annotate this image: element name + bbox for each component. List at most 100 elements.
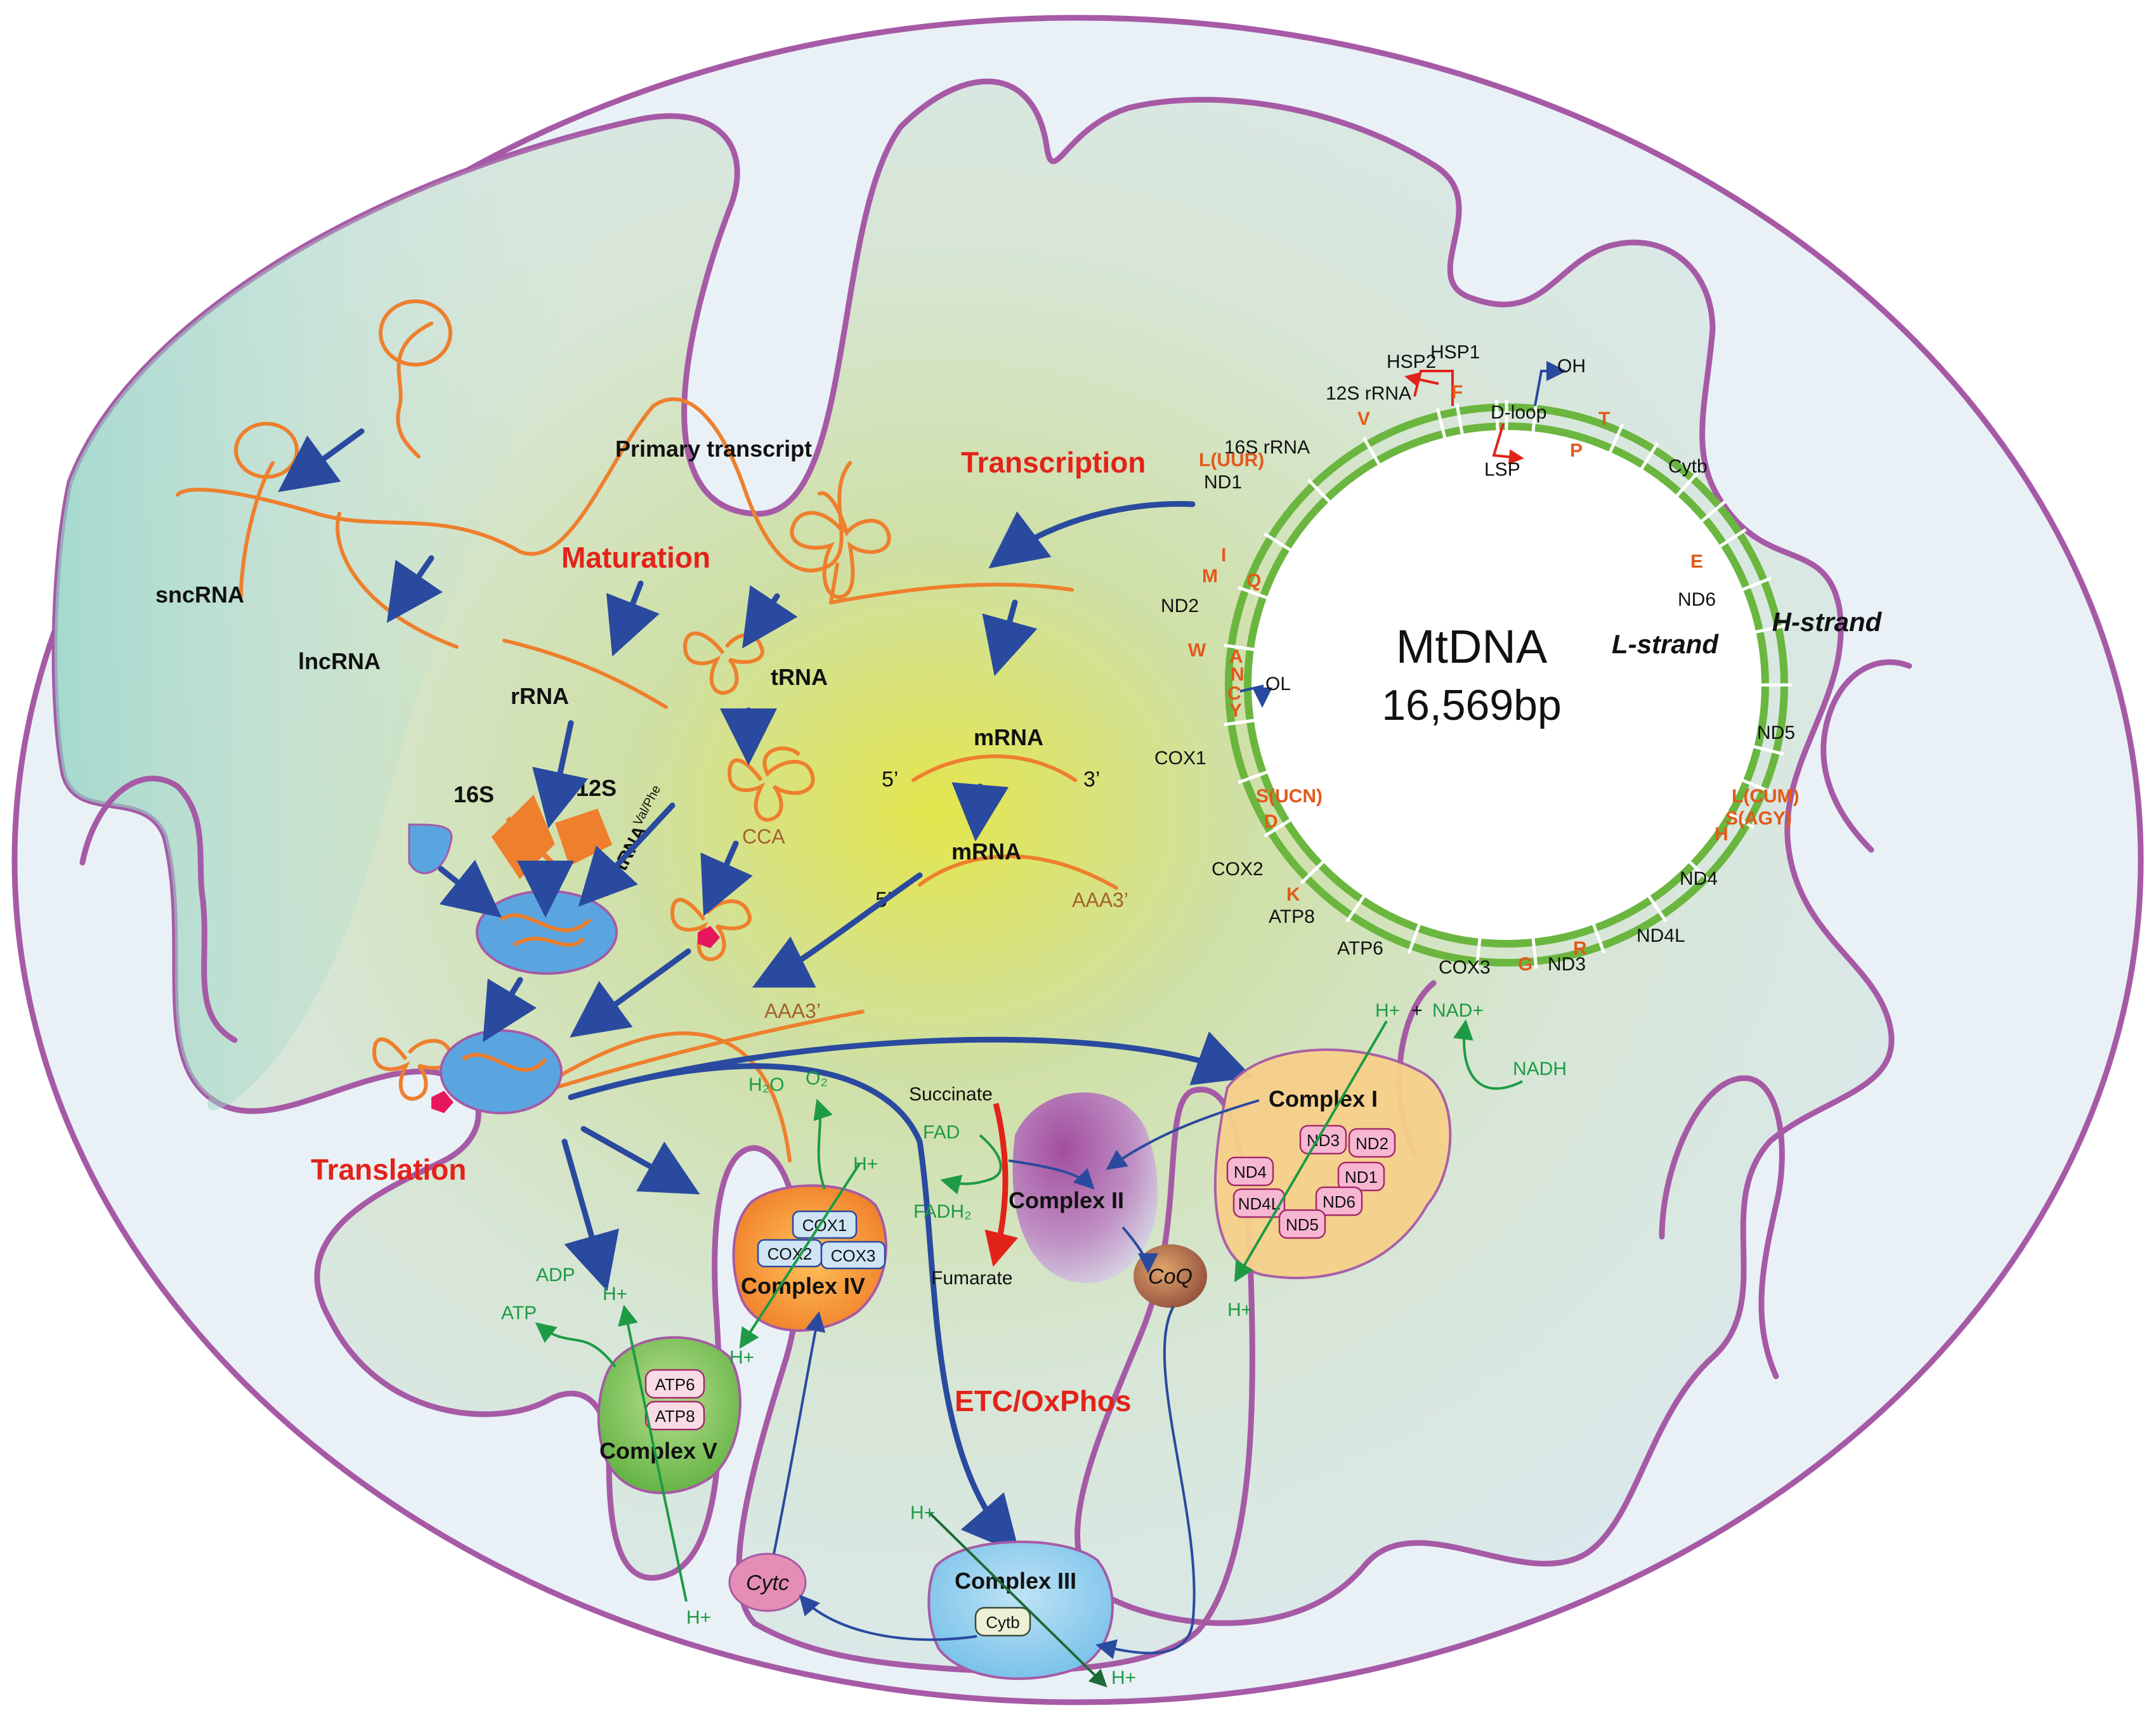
gene-cox1: COX1 [1154,748,1206,769]
label-h-plus-c1-top: H+ [1375,1000,1400,1021]
ring-tick [1739,577,1772,592]
gene-nd4l: ND4L [1637,925,1685,946]
metabolite-arrows [535,1019,1523,1688]
section-transcription: Transcription [961,446,1146,479]
l-strand-label: L-strand [1612,629,1719,659]
ring-tick [1739,778,1772,793]
trna-f: F [1451,382,1463,403]
ribosome-1 [476,890,618,975]
trna-m: M [1202,566,1218,587]
subunit-nd1: ND1 [1345,1168,1378,1187]
label-lncrna: lncRNA [298,648,381,674]
label-fumarate: Fumarate [931,1268,1012,1289]
subunit-atp6: ATP6 [655,1375,695,1394]
label-cca: CCA [742,825,785,848]
trna-p: P [1570,440,1583,461]
subunit-nd4l: ND4L [1238,1194,1280,1213]
gene-atp6: ATP6 [1337,938,1383,959]
trna-q: Q [1246,570,1261,591]
trna-e: E [1690,551,1703,572]
ring-segment-ticks [1224,400,1792,969]
ring-tick [1638,442,1659,473]
gene-dloop: D-loop [1491,402,1546,423]
label-16s: 16S [454,781,494,807]
ring-tick [1345,892,1368,923]
label-plus-c1: + [1411,1000,1423,1021]
label-mrna-2: mRNA [951,838,1021,864]
complex-iv-label: Complex IV [741,1273,865,1299]
mtdna-circle: MtDNA 16,569bp L-strand H-strand [1224,400,1883,969]
ring-tick [1300,858,1327,885]
label-succinate: Succinate [909,1084,993,1105]
ring-tick [1716,528,1747,550]
label-h2o: H₂O [748,1074,785,1095]
gene-cox3: COX3 [1439,957,1491,978]
label-primary-transcript: Primary transcript [615,436,812,462]
cytc-label: Cytc [746,1571,789,1595]
rna-labels: Primary transcript sncRNA lncRNA rRNA tR… [155,436,1128,1022]
trna-d: D [1264,811,1278,832]
gene-ol: OL [1265,674,1291,694]
trna-k: K [1286,884,1300,905]
trna-n: N [1231,664,1245,685]
gene-lsp: LSP [1484,459,1520,480]
ring-tick [1697,500,1727,525]
complex-i-label: Complex I [1269,1086,1378,1112]
gene-nd1: ND1 [1204,472,1242,493]
trna-sagy: S(AGY) [1725,808,1792,829]
coq-label: CoQ [1148,1265,1192,1289]
ring-tick [1591,920,1606,954]
subunit-nd2: ND2 [1356,1134,1388,1153]
trna-g: G [1518,954,1532,975]
label-fad: FAD [923,1122,960,1143]
ring-tick [1264,816,1295,838]
label-h-plus-c5-top: H+ [603,1284,627,1305]
cytc: Cytc [728,1553,807,1612]
trna-t: T [1598,408,1610,429]
trna-lcum: L(CUM) [1732,786,1800,807]
ring-tick [1238,585,1271,601]
trna-r: R [1573,938,1587,959]
subunit-nd5: ND5 [1286,1215,1319,1234]
mtdna-title: MtDNA [1396,620,1548,673]
gene-cox2: COX2 [1212,859,1264,880]
ring-tick [1607,423,1624,457]
subunit-cytb: Cytb [986,1613,1019,1632]
gene-nd5: ND5 [1757,722,1795,743]
gene-hsp1: HSP1 [1430,342,1480,363]
label-h-plus-c1-bottom: H+ [1227,1300,1252,1320]
ring-tick [1455,403,1465,438]
subunit-nd4: ND4 [1234,1163,1267,1182]
complex-iii-label: Complex III [955,1568,1076,1594]
subunit-nd3: ND3 [1307,1131,1340,1150]
electron-transfer-arrows [773,1099,1260,1659]
trna-y: Y [1229,700,1242,721]
coq: CoQ [1134,1244,1207,1308]
complex-i-subunits: ND3 ND2 ND4 [1226,1124,1396,1239]
mtdna-trna-labels: V F T P L(UUR) I M Q W A N C Y S(UCN) D … [1188,382,1800,975]
ring-tick [1531,934,1538,969]
label-h-plus-c4-bottom: H+ [729,1347,754,1368]
trna-w: W [1188,640,1206,661]
label-12s: 12S [576,775,617,801]
complex-ii-label: Complex II [1009,1187,1124,1213]
process-arrows [278,428,1253,1554]
ring-tick [1435,407,1447,442]
trna-c: C [1227,683,1241,704]
label-polya-1: AAA3’ [1072,889,1128,911]
gene-12s-rrna: 12S rRNA [1326,383,1411,404]
ring-tick [1475,934,1482,969]
ring-tick [1494,400,1499,434]
ring-tick [1264,532,1295,554]
ring-tick [1686,858,1713,885]
ring-tick [1224,643,1258,652]
trna-luur: L(UUR) [1199,450,1264,471]
complex-iv: COX1 COX2 COX3 Complex IV [732,1184,887,1332]
ring-tick [1645,892,1668,923]
label-sncrna: sncRNA [155,582,244,608]
label-three-prime-1: 3’ [1083,767,1100,792]
ring-tick [1723,809,1754,830]
mtdna-gene-labels: HSP2 HSP1 OH D-loop LSP 12S rRNA 16S rRN… [1154,342,1795,978]
label-h-plus-c5-bottom: H+ [686,1607,711,1628]
